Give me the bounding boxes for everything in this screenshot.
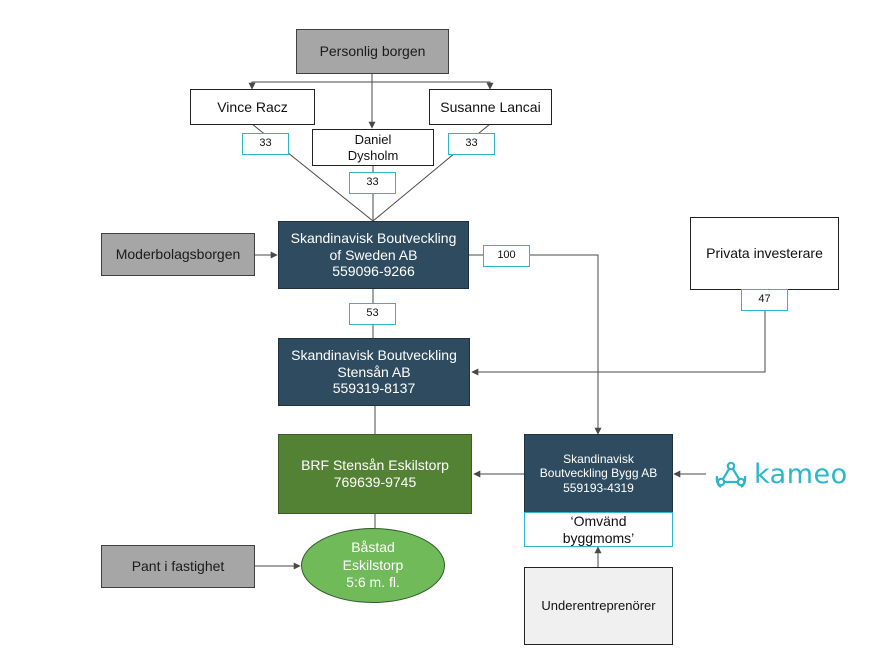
sweden-ab-name-line1: Skandinavisk Boutveckling — [290, 229, 457, 246]
stake-sweden-stensan-badge: 53 — [349, 303, 396, 325]
omvand-byggmoms-box: ‘Omvänd byggmoms’ — [524, 512, 673, 547]
stensan-ab-org-number: 559319-8137 — [332, 380, 416, 397]
bastad-line1: Båstad — [351, 539, 395, 556]
stensan-ab-name-line2: Stensån AB — [337, 363, 411, 380]
bastad-eskilstorp-oval: Båstad Eskilstorp 5:6 m. fl. — [301, 528, 445, 603]
bygg-ab-org-number: 559193-4319 — [563, 480, 634, 495]
stake-daniel-value: 33 — [366, 176, 379, 189]
sweden-ab-box: Skandinavisk Boutveckling of Sweden AB 5… — [278, 221, 469, 289]
stake-sweden-bygg-value: 100 — [497, 249, 516, 262]
stake-sweden-stensan-value: 53 — [366, 307, 379, 320]
stake-susanne-badge: 33 — [448, 133, 495, 155]
owner-vince-box: Vince Racz — [190, 89, 315, 125]
stake-vince-badge: 33 — [242, 133, 289, 155]
underentreprenorer-box: Underentreprenörer — [524, 567, 673, 645]
omvand-byggmoms-line1: ‘Omvänd — [570, 512, 627, 529]
bygg-ab-box: Skandinavisk Boutveckling Bygg AB 559193… — [524, 434, 673, 513]
personlig-borgen-label: Personlig borgen — [319, 43, 426, 60]
pant-i-fastighet-label: Pant i fastighet — [131, 558, 225, 575]
personlig-borgen-box: Personlig borgen — [296, 29, 449, 74]
bastad-line2: Eskilstorp — [342, 556, 404, 573]
privata-investerare-label: Privata investerare — [706, 245, 823, 262]
brf-name: BRF Stensån Eskilstorp — [301, 457, 449, 474]
kameo-logo-text: kameo — [754, 458, 848, 490]
bygg-ab-name-line1: Skandinavisk — [563, 451, 634, 466]
stake-daniel-badge: 33 — [349, 172, 396, 194]
stensan-ab-name-line1: Skandinavisk Boutveckling — [291, 346, 457, 363]
bastad-line3: 5:6 m. fl. — [346, 574, 400, 591]
omvand-byggmoms-line2: byggmoms’ — [562, 529, 635, 546]
brf-box: BRF Stensån Eskilstorp 769639-9745 — [278, 434, 472, 514]
sweden-ab-name-line2: of Sweden AB — [329, 246, 418, 263]
owner-daniel-name-line2: Dysholm — [347, 147, 399, 163]
stake-vince-value: 33 — [259, 137, 272, 150]
kameo-logo: kameo — [714, 458, 848, 490]
owner-vince-label: Vince Racz — [217, 98, 288, 115]
privata-investerare-box: Privata investerare — [690, 217, 839, 290]
underentreprenorer-label: Underentreprenörer — [541, 598, 656, 614]
stake-privata-badge: 47 — [741, 289, 788, 311]
pant-i-fastighet-box: Pant i fastighet — [101, 545, 255, 588]
bygg-ab-name-line2: Boutveckling Bygg AB — [539, 466, 658, 481]
owner-susanne-label: Susanne Lancai — [440, 98, 541, 115]
sweden-ab-org-number: 559096-9266 — [332, 263, 415, 280]
owner-daniel-name-line1: Daniel — [354, 131, 392, 147]
moderbolagsborgen-label: Moderbolagsborgen — [115, 246, 241, 263]
stake-privata-value: 47 — [758, 293, 771, 306]
stensan-ab-box: Skandinavisk Boutveckling Stensån AB 559… — [278, 338, 470, 406]
brf-org-number: 769639-9745 — [333, 474, 417, 490]
kameo-logo-icon — [715, 461, 747, 488]
stake-susanne-value: 33 — [465, 137, 478, 150]
moderbolagsborgen-box: Moderbolagsborgen — [101, 233, 255, 276]
owner-daniel-box: Daniel Dysholm — [312, 129, 434, 166]
owner-susanne-box: Susanne Lancai — [429, 89, 552, 125]
stake-sweden-bygg-badge: 100 — [483, 245, 530, 267]
